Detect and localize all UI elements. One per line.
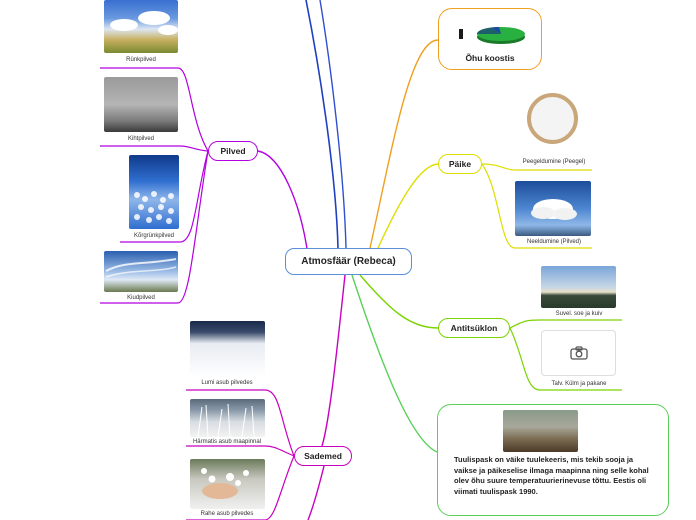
korgrynkpilved-image <box>129 155 179 229</box>
camera-icon <box>569 346 588 360</box>
caption-korgrynkpilved: Kõrgrünkpilved <box>133 233 175 239</box>
caption-neeldumine: Neeldumine (Pilved) <box>526 239 582 245</box>
ohu-koostis-label: Õhu koostis <box>465 53 515 63</box>
caption-harmatis: Härmatis asub maapinnal <box>192 439 262 445</box>
topic-pilved[interactable]: Pilved <box>208 141 258 161</box>
topic-tuulispask[interactable]: Tuulispask on väike tuulekeeris, mis tek… <box>437 404 669 516</box>
pie-chart-icon <box>459 27 525 44</box>
caption-kihtpilved: Kihtpilved <box>127 136 154 142</box>
caption-lumi: Lumi asub pilvedes <box>201 380 253 386</box>
caption-talv: Talv. Külm ja pakane <box>551 381 607 387</box>
caption-rahe: Rahe asub pilvedes <box>200 511 254 517</box>
suvel-image <box>541 266 616 308</box>
harmatis-image <box>190 399 265 437</box>
kihtpilved-image <box>104 77 178 132</box>
topic-ohu-koostis[interactable]: Õhu koostis <box>438 8 542 70</box>
caption-kiudpilved: Kiudpilved <box>127 295 155 301</box>
topic-paike[interactable]: Päike <box>438 154 482 174</box>
mirror-image <box>527 93 578 144</box>
rynkpilved-image <box>104 0 178 53</box>
caption-suvel: Suvel. soe ja kuiv <box>555 311 603 317</box>
central-topic[interactable]: Atmosfäär (Rebeca) <box>285 248 412 275</box>
lumi-image <box>190 321 265 377</box>
image-placeholder-frame <box>541 330 616 376</box>
rahe-image <box>190 459 265 509</box>
kiudpilved-image <box>104 251 178 292</box>
topic-sademed[interactable]: Sademed <box>294 446 352 466</box>
caption-rynkpilved: Rünkpilved <box>126 57 156 63</box>
topic-antitsuklon[interactable]: Antitsüklon <box>438 318 510 338</box>
tuulispask-text: Tuulispask on väike tuulekeeris, mis tek… <box>454 455 649 496</box>
neeldumine-image <box>515 181 591 236</box>
caption-peegeldumine: Peegeldumine (Peegel) <box>522 159 586 165</box>
tuulispask-image <box>503 410 578 452</box>
